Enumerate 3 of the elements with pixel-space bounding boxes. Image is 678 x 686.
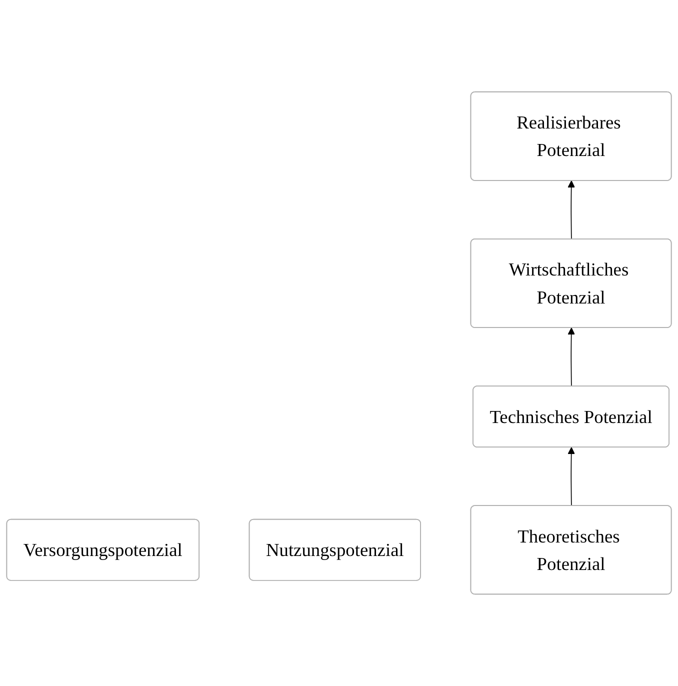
arrow <box>568 447 576 506</box>
arrow <box>568 328 576 387</box>
arrow <box>568 180 576 240</box>
